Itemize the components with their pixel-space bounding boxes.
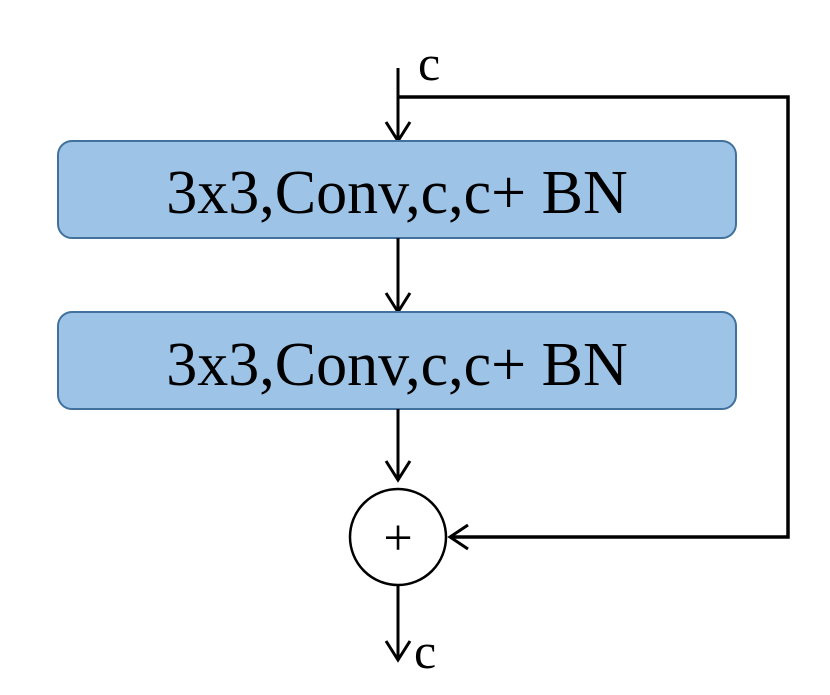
- conv-block-1: 3x3,Conv,c,c+ BN: [57, 140, 737, 239]
- output-arrowhead: [384, 640, 412, 663]
- conv-block-1-label: 3x3,Conv,c,c+ BN: [166, 159, 627, 227]
- sum-node: +: [348, 487, 448, 587]
- output-channel-label: c: [414, 623, 436, 679]
- arrow-block2-to-sum-head: [384, 460, 412, 483]
- conv-block-2-label: 3x3,Conv,c,c+ BN: [166, 331, 627, 399]
- skip-connection-arrowhead: [447, 523, 469, 551]
- sum-plus-icon: +: [383, 510, 412, 567]
- input-channel-label: c: [418, 35, 440, 91]
- conv-block-2: 3x3,Conv,c,c+ BN: [57, 311, 737, 410]
- skip-connection-line: [398, 95, 790, 539]
